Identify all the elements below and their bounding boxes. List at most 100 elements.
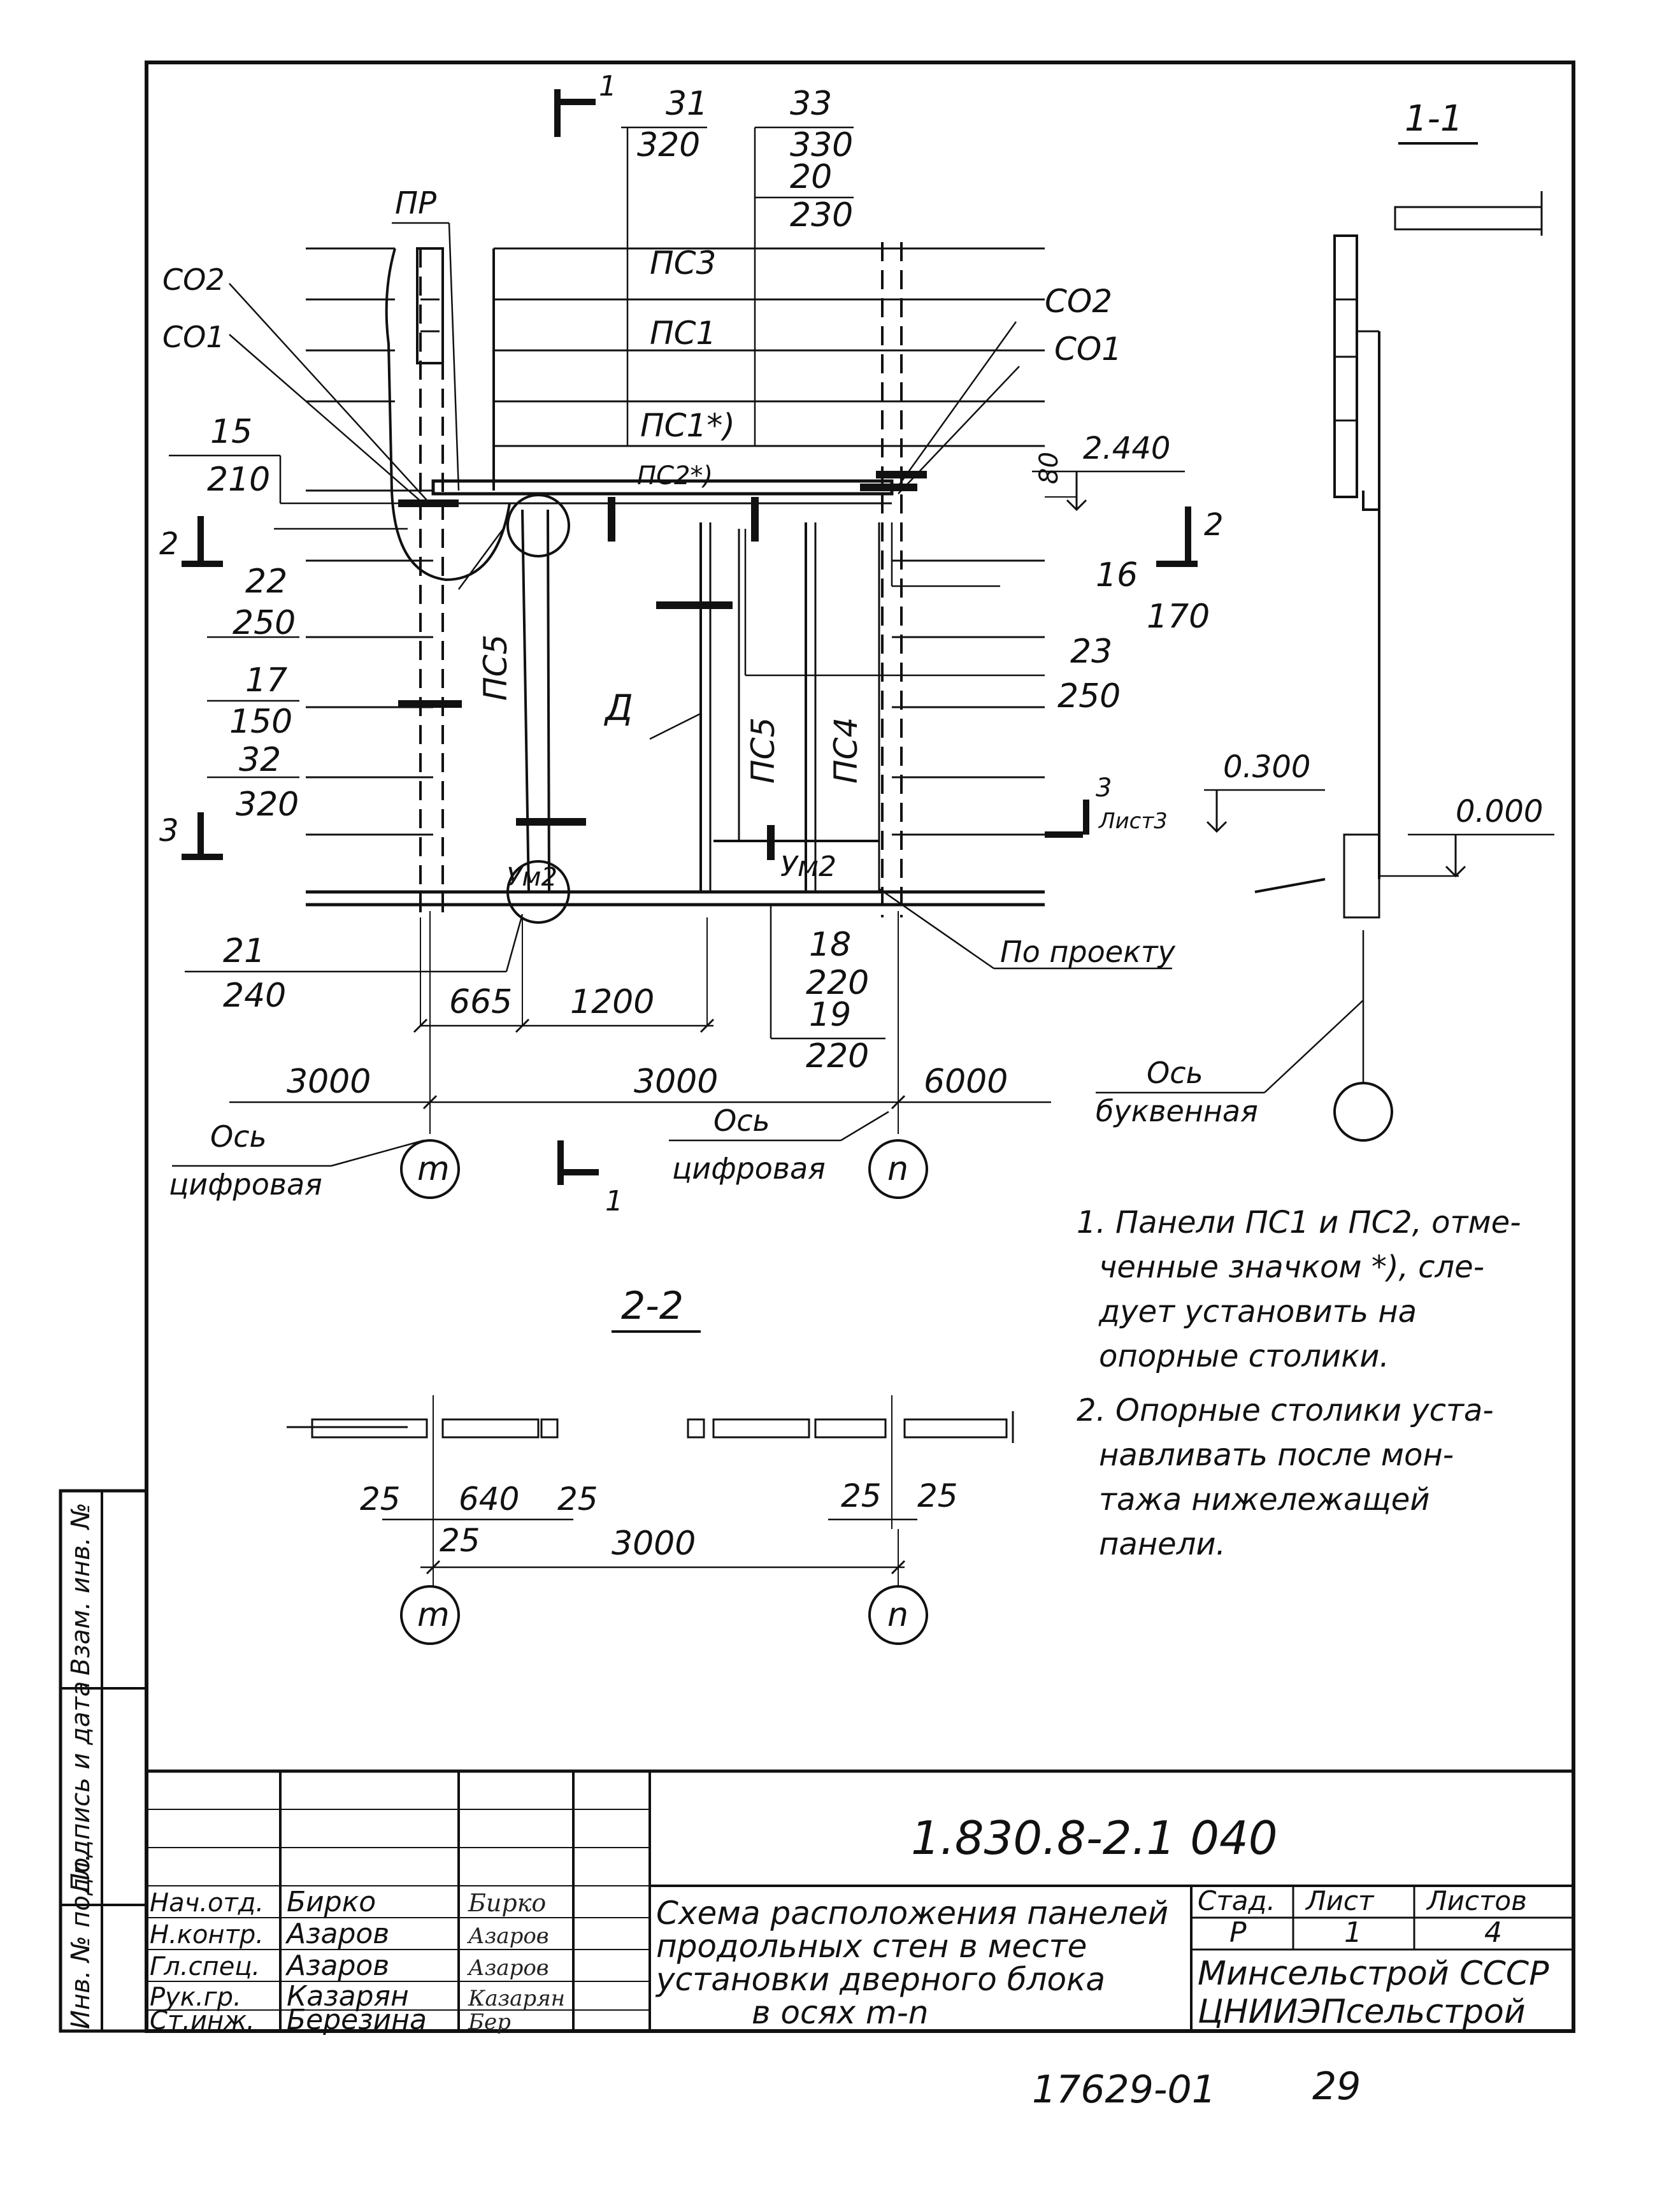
name-4: Казарян	[287, 1980, 409, 2013]
left-dims: 15 210 22 250 17 150 32 320 21 240	[207, 413, 299, 1015]
note-1-line-3: дует установить на	[1098, 1294, 1417, 1330]
dim-19: 19	[809, 996, 851, 1034]
label-ps5-left: ПС5	[477, 635, 514, 701]
section-mark-2-right: 2	[1204, 507, 1224, 543]
sheet-value: 1	[1344, 1916, 1362, 1949]
label-ps4: ПС4	[828, 717, 864, 784]
label-ps5-right: ПС5	[745, 717, 782, 784]
dim-3000-mid: 3000	[634, 1063, 718, 1101]
dim-220b: 220	[806, 1037, 869, 1075]
note-2-line-3: тажа нижележащей	[1099, 1482, 1429, 1518]
signature-4: Казарян	[468, 1986, 565, 2011]
dim-6000: 6000	[924, 1063, 1008, 1101]
inv-orig-label: Инв. № подл.	[66, 1853, 96, 2029]
signature-date-label: Подпись и дата	[66, 1681, 96, 1892]
role-1: Нач.отд.	[150, 1888, 264, 1918]
document-code: 1.830.8-2.1 040	[911, 1811, 1278, 1865]
description-line-2: продольных стен в месте	[656, 1928, 1087, 1965]
label-ps2-star: ПС2*)	[637, 461, 713, 491]
level-0300: 0.300	[1223, 749, 1310, 785]
dim-250b: 250	[1057, 677, 1121, 715]
label-um2-right: Ум2	[780, 851, 836, 883]
dim-25-c: 25	[440, 1522, 480, 1559]
dim-330: 330	[790, 126, 853, 164]
description-line-4: в осях m-n	[752, 1994, 928, 2031]
section-mark-2-left: 2	[159, 526, 179, 562]
axis-letter-word: Ось	[1147, 1056, 1203, 1090]
panel-labels: ПС3 ПС1 ПС1*) ПС2*) ПС5 ПС5 ПС4 Д	[477, 245, 864, 784]
name-3: Азаров	[285, 1950, 389, 1982]
stage-label: Стад.	[1198, 1885, 1275, 1916]
note-1-line-4: опорные столики.	[1099, 1339, 1389, 1374]
name-1: Бирко	[287, 1886, 376, 1918]
description-line-1: Схема расположения панелей	[656, 1895, 1168, 1932]
detail-circle-top	[506, 494, 570, 557]
dim-21: 21	[223, 932, 265, 970]
section-mark-3-left: 3	[159, 813, 179, 849]
label-so1-right: СО1	[1054, 331, 1122, 368]
dim-32: 32	[239, 741, 281, 779]
dim-25-a: 25	[360, 1481, 401, 1518]
note-2-line-1: 2. Опорные столики уста-	[1077, 1393, 1494, 1428]
title-block: 1.830.8-2.1 040 Нач.отд. Н.контр. Гл.спе…	[145, 1769, 1575, 2036]
notes: 1. Панели ПС1 и ПС2, отме- ченные значко…	[1077, 1205, 1521, 1562]
signature-2: Азаров	[467, 1923, 549, 1949]
label-door: Д	[603, 687, 633, 729]
role-4: Рук.гр.	[150, 1983, 241, 2012]
dim-17: 17	[245, 661, 287, 700]
dim-250: 250	[233, 604, 296, 642]
signature-5: Бер	[468, 2009, 511, 2035]
axis-m-letter-s22: m	[417, 1596, 450, 1634]
axis-n-marker-s22	[868, 1585, 928, 1645]
axis-n-letter: n	[887, 1150, 908, 1188]
side-stamp: Взам. инв. № Подпись и дата Инв. № подл.	[59, 1489, 148, 2033]
stage-value: Р	[1229, 1916, 1247, 1949]
section-3-sheet-ref: Лист3	[1098, 808, 1168, 834]
label-um2-left: Ум2	[506, 863, 557, 892]
axis-letter-type: буквенная	[1096, 1094, 1258, 1128]
dim-210: 210	[207, 461, 270, 499]
dim-33: 33	[790, 85, 832, 123]
org-line-2: ЦНИИЭПсельстрой	[1198, 1993, 1526, 2031]
dim-23: 23	[1070, 633, 1112, 671]
plan-labels: ПР СО2 СО1 СО2 СО1 Ум2 Ум2 По проекту	[162, 185, 1176, 969]
note-1-line-2: ченные значком *), сле-	[1099, 1249, 1484, 1285]
note-2-line-2: навливать после мон-	[1099, 1437, 1454, 1473]
dim-220: 220	[806, 964, 869, 1002]
level-0000: 0.000	[1456, 794, 1543, 830]
dim-25-e: 25	[917, 1477, 958, 1514]
axis-n-marker	[868, 1139, 928, 1199]
section-1-1: 1-1 0.300 0.000 Ось буквенная	[1096, 98, 1554, 1142]
plan-dimension-chain: 665 1200 3000 3000 6000 m Ось цифровая n…	[169, 911, 1051, 1202]
dim-3000-s22: 3000	[612, 1525, 696, 1563]
dim-320: 320	[637, 126, 700, 164]
dim-20: 20	[790, 158, 832, 196]
axis-n-letter-s22: n	[887, 1596, 908, 1634]
inventory-number: 17629-01	[1032, 2067, 1216, 2112]
label-ps3: ПС3	[650, 245, 716, 282]
dim-22: 22	[245, 563, 287, 601]
org-line-1: Минсельстрой СССР	[1198, 1955, 1549, 1993]
dim-1200: 1200	[570, 983, 654, 1021]
sheets-label: Листов	[1426, 1885, 1527, 1916]
name-2: Азаров	[285, 1918, 389, 1950]
dim-150: 150	[229, 703, 292, 741]
level-2440: 2.440	[1083, 431, 1170, 466]
axis-m-marker-s22	[400, 1585, 460, 1645]
dim-25-d: 25	[841, 1477, 882, 1514]
label-ps1-star: ПС1*)	[640, 407, 735, 444]
page-number: 29	[1312, 2064, 1361, 2109]
dim-665: 665	[449, 983, 512, 1021]
section-1-1-title: 1-1	[1405, 98, 1463, 140]
top-dims: 31 320 33 330 20 230	[637, 85, 853, 234]
label-ps1: ПС1	[650, 315, 716, 352]
section-2-2-title: 2-2	[621, 1284, 684, 1328]
signature-1: Бирко	[468, 1889, 546, 1917]
label-so1-left: СО1	[162, 320, 225, 354]
vzam-inv-label: Взам. инв. №	[66, 1502, 96, 1676]
note-2-line-4: панели.	[1099, 1526, 1226, 1562]
right-dims: 16 170 23 250	[1057, 556, 1210, 715]
wall-elevation: 1 1 2 2 3 3 Лист3 2.440 80	[159, 70, 1224, 1217]
dim-170: 170	[1147, 598, 1210, 636]
